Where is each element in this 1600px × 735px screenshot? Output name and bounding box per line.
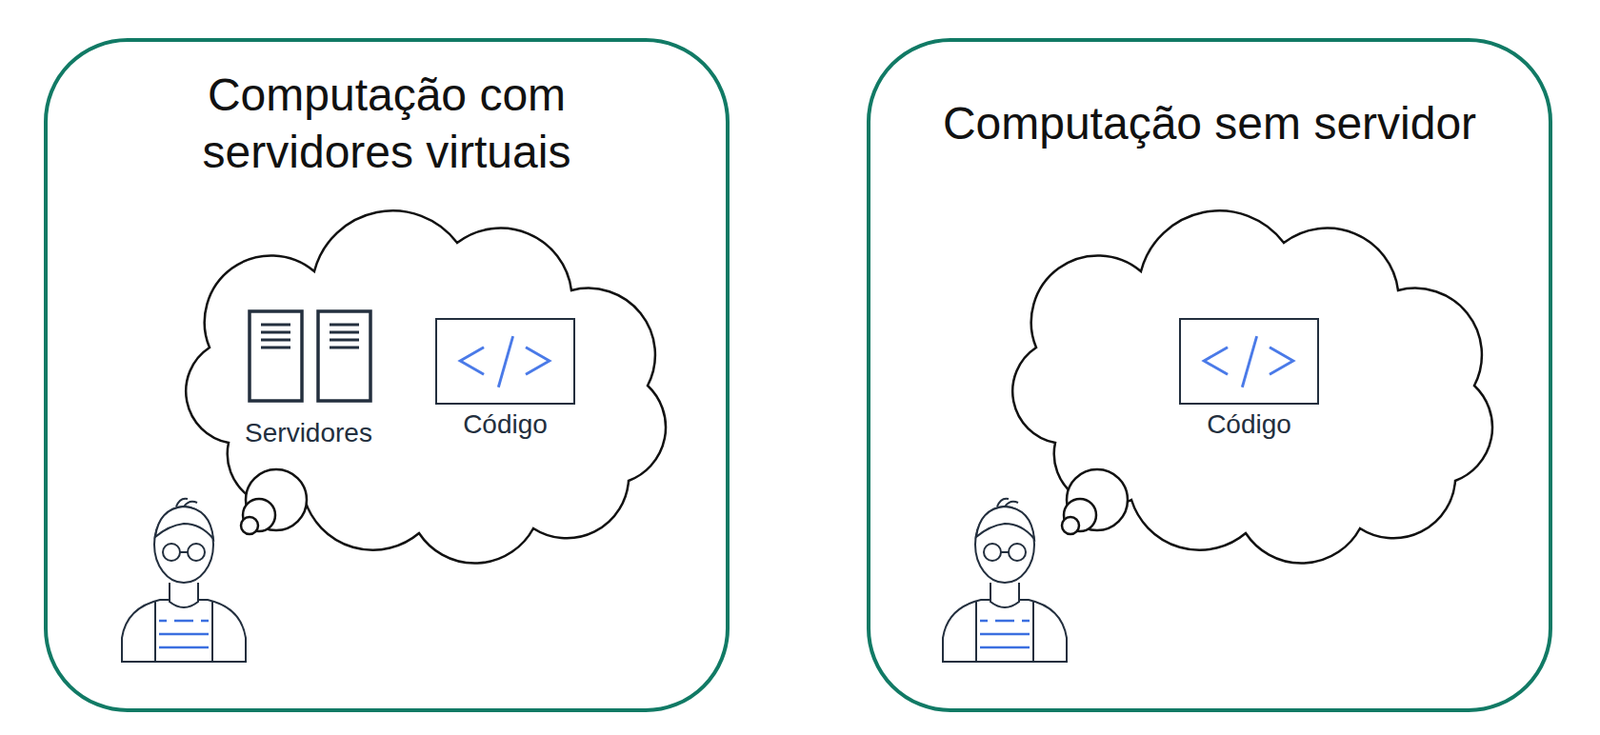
group-panel: Computação sem servidorCódigo: [866, 38, 1553, 713]
group-panel: Computação com servidores virtuaisCódigo: [43, 38, 730, 713]
panel-title: Computação sem servidor: [895, 95, 1524, 153]
code-icon: [437, 320, 574, 403]
panel-title: Computação com servidores virtuais: [148, 66, 625, 181]
code-box: Código: [1179, 318, 1320, 405]
code-label: Código: [1206, 408, 1292, 441]
code-icon: [1180, 320, 1318, 403]
code-label: Código: [462, 408, 548, 441]
code-box: Código: [435, 318, 576, 405]
icon-label: Servidores: [244, 417, 373, 450]
